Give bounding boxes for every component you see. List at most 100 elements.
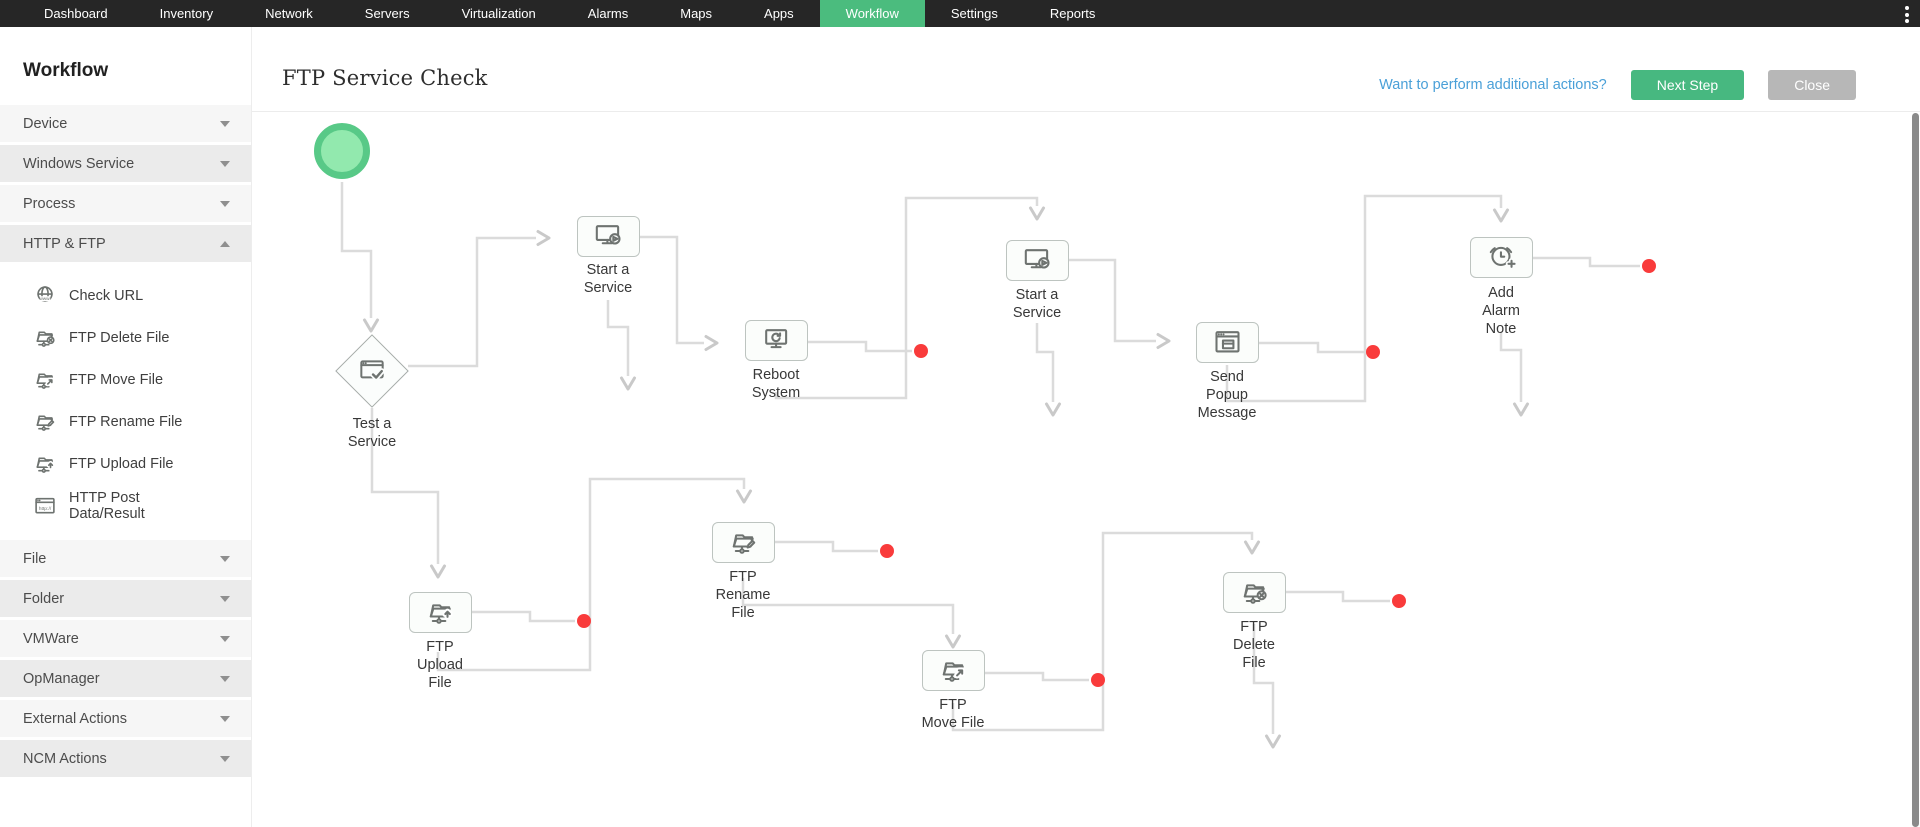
node-label-ftp-move-file: FTP Move File [921,697,985,731]
sidebar-item-ftp-upload-file[interactable]: FTP Upload File [0,443,251,485]
http-post-icon: http:// [35,497,55,514]
end-marker-dot [1642,259,1656,273]
sidebar-section-ncm-actions[interactable]: NCM Actions [0,740,251,777]
sidebar-item-label: HTTP Post Data/Result [69,490,145,522]
section-label: File [23,550,47,567]
nav-tab-dashboard[interactable]: Dashboard [44,6,108,21]
chevron-down-icon [220,120,230,127]
sidebar-section-device[interactable]: Device [0,105,251,142]
node-ftp-rename-file[interactable] [711,521,775,563]
section-label: NCM Actions [23,750,107,767]
chevron-down-icon [220,635,230,642]
end-marker-dot [914,344,928,358]
nav-tab-settings[interactable]: Settings [950,6,998,21]
header-divider [252,111,1920,112]
node-start-a-service-1[interactable] [576,215,640,257]
node-label-ftp-upload-file: FTP Upload File [417,639,463,691]
sidebar-section-process[interactable]: Process [0,185,251,222]
node-reboot-system[interactable] [744,319,808,361]
end-marker-dot [1392,594,1406,608]
node-label-reboot-system: Reboot System [751,367,801,401]
node-label-test-a-service: Test a Service [347,416,397,450]
sidebar-title: Workflow [23,60,109,81]
sidebar-item-ftp-rename-file[interactable]: FTP Rename File [0,401,251,443]
node-label-start-a-service-2: Start a Service [1012,287,1062,321]
chevron-down-icon [220,200,230,207]
ftp-move-icon [942,661,965,682]
nav-tab-reports[interactable]: Reports [1049,6,1096,21]
sidebar-item-ftp-move-file[interactable]: FTP Move File [0,359,251,401]
sidebar-section-opmanager[interactable]: OpManager [0,660,251,697]
ftp-move-icon [36,373,55,389]
nav-tab-workflow[interactable]: Workflow [819,0,925,27]
chevron-down-icon [220,755,230,762]
section-label: External Actions [23,710,127,727]
sidebar-section-file[interactable]: File [0,540,251,577]
chevron-down-icon [220,595,230,602]
section-label: Windows Service [23,155,135,172]
monitor-play-icon [595,224,621,245]
vertical-scrollbar[interactable] [1912,113,1919,827]
popup-window-icon [1214,330,1240,352]
sidebar-section-vmware[interactable]: VMWare [0,620,251,657]
next-step-button[interactable]: Next Step [1630,70,1745,100]
node-ftp-upload-file[interactable] [408,591,472,633]
ftp-delete-icon [1243,583,1267,604]
kebab-menu-icon[interactable] [1903,4,1911,25]
sidebar-item-http-post-data-result[interactable]: http:// HTTP Post Data/Result [0,485,251,527]
nav-tab-inventory[interactable]: Inventory [159,6,214,21]
node-test-a-service[interactable] [335,334,409,408]
sidebar-item-ftp-delete-file[interactable]: FTP Delete File [0,317,251,359]
sidebar-item-label: FTP Upload File [69,456,174,472]
section-label: HTTP & FTP [23,235,106,252]
sidebar-item-check-url[interactable]: www. Check URL [0,275,251,317]
alarm-plus-icon [1489,246,1517,270]
node-label-ftp-rename-file: FTP Rename File [715,569,771,621]
nav-tabs: Dashboard Inventory Network Servers Virtuali… [18,0,1121,27]
sidebar-item-label: FTP Move File [69,372,164,388]
nav-tab-apps[interactable]: Apps [764,6,794,21]
node-ftp-move-file[interactable] [921,649,985,691]
sidebar-section-windows-service[interactable]: Windows Service [0,145,251,182]
additional-actions-link[interactable]: Want to perform additional actions? [1379,77,1607,93]
ftp-rename-icon [732,533,755,554]
sidebar-section-external-actions[interactable]: External Actions [0,700,251,737]
svg-text:www.: www. [39,297,50,302]
globe-www-icon: www. [37,286,53,302]
sidebar-section-http-ftp[interactable]: HTTP & FTP [0,225,251,262]
section-label: OpManager [23,670,100,687]
node-ftp-delete-file[interactable] [1222,571,1286,613]
nav-tab-alarms[interactable]: Alarms [587,6,629,21]
ftp-rename-icon [36,415,55,431]
node-start[interactable] [314,123,370,179]
chevron-down-icon [220,675,230,682]
node-send-popup-message[interactable] [1195,321,1259,363]
svg-text:http://: http:// [39,506,52,512]
sidebar-item-label: Check URL [69,288,144,304]
nav-tab-maps[interactable]: Maps [680,6,713,21]
sidebar-section-folder[interactable]: Folder [0,580,251,617]
browser-check-icon [360,360,385,381]
chevron-down-icon [220,160,230,167]
end-marker-dot [1091,673,1105,687]
node-label-start-a-service-1: Start a Service [583,262,633,296]
nav-tab-network[interactable]: Network [265,6,313,21]
node-label-add-alarm-note: Add Alarm Note [1482,285,1520,337]
nav-tab-virtualization[interactable]: Virtualization [461,6,536,21]
sidebar-item-label: FTP Rename File [69,414,183,430]
section-label: Device [23,115,68,132]
node-add-alarm-note[interactable] [1469,236,1533,278]
page-title: FTP Service Check [282,66,488,90]
end-marker-dot [880,544,894,558]
node-start-a-service-2[interactable] [1005,239,1069,281]
close-button[interactable]: Close [1768,70,1856,100]
nav-tab-servers[interactable]: Servers [364,6,410,21]
top-navbar: Dashboard Inventory Network Servers Virtuali… [0,0,1920,27]
chevron-down-icon [220,555,230,562]
ftp-upload-icon [429,603,453,624]
ftp-delete-icon [36,331,55,347]
monitor-play-icon [1024,248,1050,269]
